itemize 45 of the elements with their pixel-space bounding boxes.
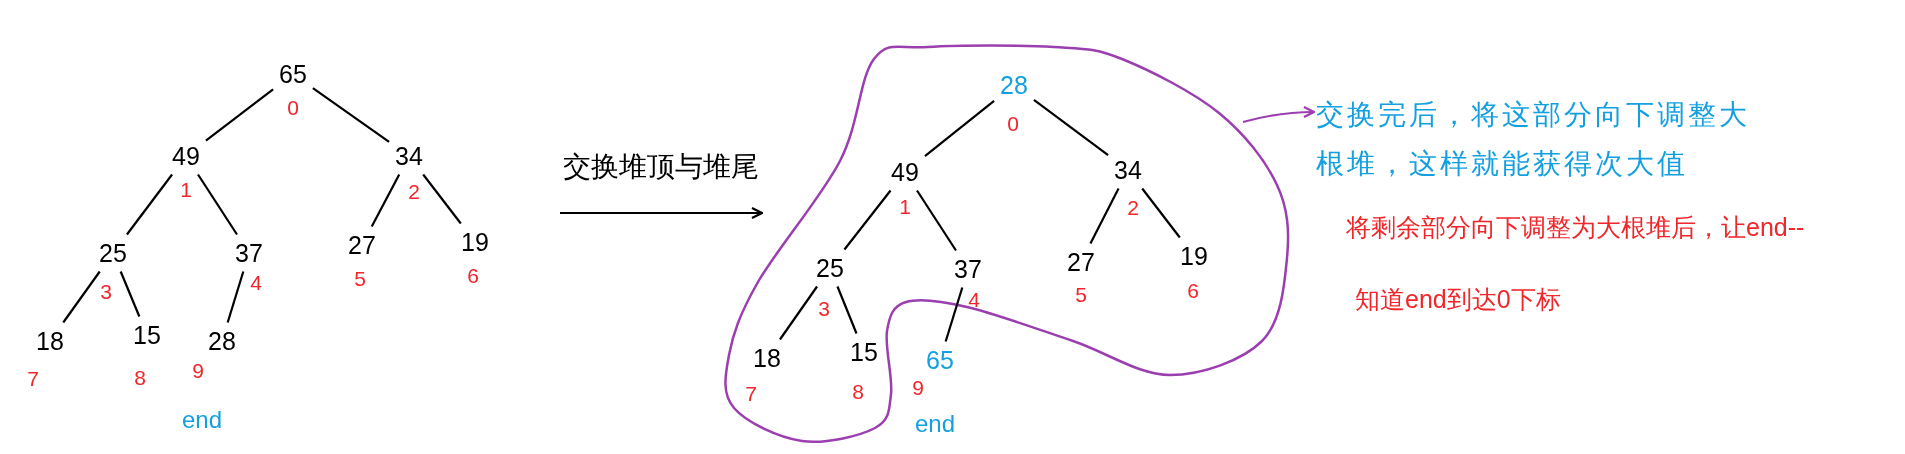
index-number: 8 — [134, 365, 146, 389]
index-number: 0 — [287, 95, 299, 119]
tree-line — [924, 100, 995, 157]
note-text: 知道end到达0下标 — [1355, 283, 1561, 315]
tree-line — [312, 87, 390, 143]
note-text: 将剩余部分向下调整为大根堆后，让end-- — [1346, 211, 1805, 243]
note-text: 交换完后，将这部分向下调整大根堆，这样就能获得次大值 — [1316, 90, 1766, 188]
tree-line — [62, 270, 101, 324]
end-marker: end — [915, 410, 955, 438]
index-number: 6 — [467, 263, 479, 287]
end-marker: end — [182, 406, 222, 434]
tree-line — [1033, 98, 1109, 157]
tree-line — [843, 189, 892, 251]
tree-line — [205, 88, 274, 142]
index-number: 5 — [1075, 282, 1087, 306]
tree-line — [226, 271, 245, 323]
arrow — [560, 206, 764, 220]
index-number: 6 — [1187, 278, 1199, 302]
index-number: 1 — [180, 177, 192, 201]
tree-line — [1141, 187, 1181, 239]
tree-line — [836, 286, 858, 334]
index-number: 7 — [745, 381, 757, 405]
index-number: 4 — [968, 287, 980, 311]
index-number: 2 — [1127, 195, 1139, 219]
index-number: 9 — [912, 375, 924, 399]
tree-line — [944, 287, 964, 342]
arrow — [1242, 106, 1316, 124]
index-number: 3 — [818, 296, 830, 320]
tree-line — [119, 271, 141, 317]
index-number: 5 — [354, 266, 366, 290]
index-number: 2 — [408, 179, 420, 203]
index-number: 3 — [100, 279, 112, 303]
index-number: 8 — [852, 379, 864, 403]
tree-line — [197, 173, 238, 236]
tree-line — [779, 285, 818, 341]
tree-line — [126, 173, 173, 236]
tree-line — [370, 174, 401, 227]
tree-line — [422, 173, 462, 225]
tree-line — [1089, 188, 1120, 244]
index-number: 9 — [192, 358, 204, 382]
tree-line — [916, 189, 957, 252]
index-number: 0 — [1007, 111, 1019, 135]
index-number: 7 — [27, 366, 39, 390]
index-number: 4 — [250, 270, 262, 294]
index-number: 1 — [899, 194, 911, 218]
